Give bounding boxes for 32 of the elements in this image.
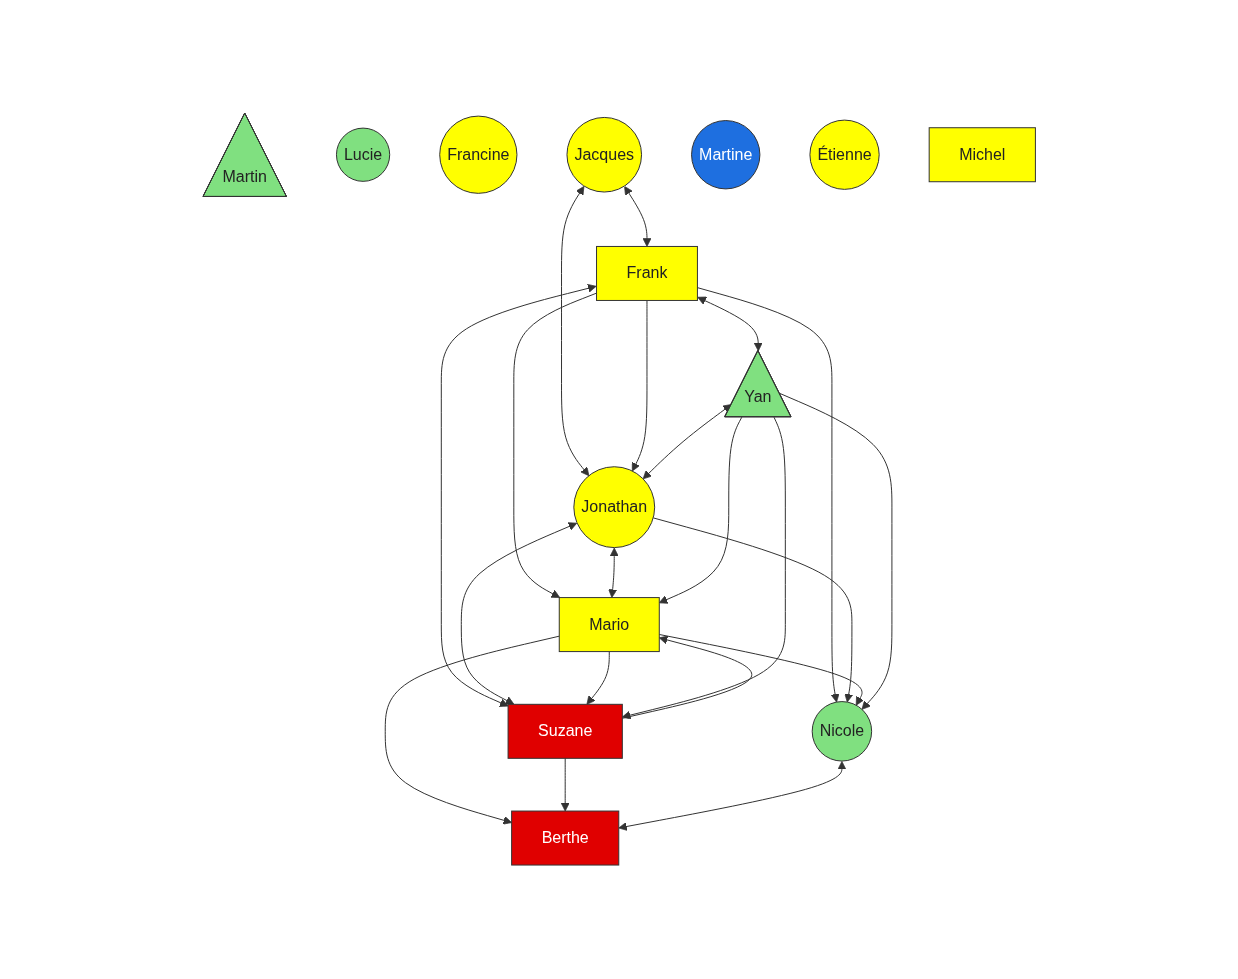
arrow (608, 548, 619, 599)
arrow (586, 651, 610, 706)
arrow (618, 761, 847, 832)
arrow (652, 517, 853, 703)
arrow (658, 417, 743, 605)
arrow (621, 636, 753, 720)
node-box: Suzane (507, 704, 623, 760)
arrow (621, 417, 786, 720)
node-circle: Nicole (811, 701, 872, 762)
arrow (440, 284, 597, 708)
node-circle: Francine (439, 116, 518, 195)
arrow (384, 636, 560, 826)
arrow (560, 186, 590, 477)
node-box: Frank (595, 246, 698, 302)
arrow (697, 297, 763, 352)
arrow (631, 300, 648, 472)
arrow (513, 293, 597, 599)
node-circle: Étienne (809, 120, 880, 191)
arrow (460, 522, 577, 706)
node-box: Mario (558, 597, 660, 653)
node-box: Michel (928, 127, 1036, 183)
node-box: Berthe (510, 811, 620, 866)
node-circle: Martine (690, 120, 761, 190)
arrow (623, 186, 652, 248)
arrow (778, 393, 893, 711)
arrow (696, 287, 840, 703)
node-circle: Lucie (335, 128, 390, 183)
arrow (642, 404, 732, 480)
arrow (560, 758, 570, 812)
node-circle: Jacques (566, 117, 642, 193)
arrow (658, 634, 864, 707)
node-circle: Jonathan (573, 466, 655, 549)
